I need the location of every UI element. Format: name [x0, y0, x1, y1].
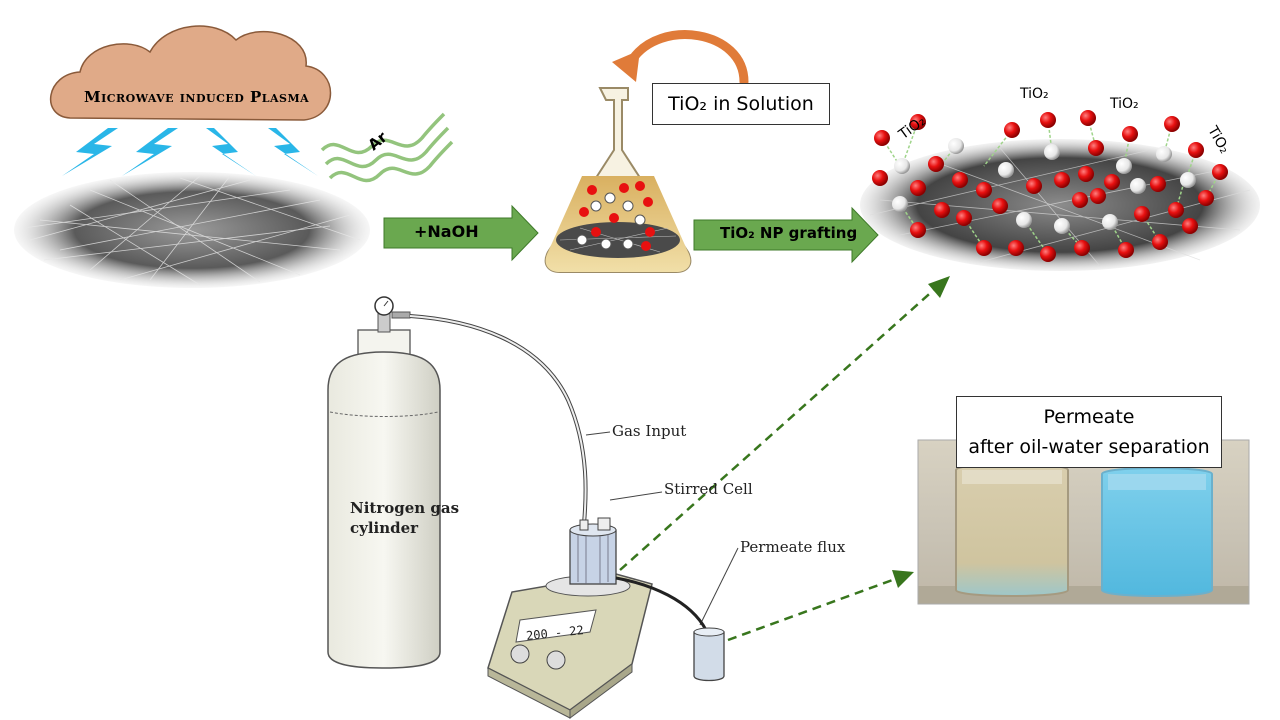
- naoh-label: +NaOH: [414, 222, 479, 241]
- tio2-label: TiO₂: [1110, 96, 1139, 112]
- naoh-arrow: [383, 204, 539, 262]
- nanofiber-membrane-grafted: [860, 110, 1260, 271]
- nanofiber-membrane-pristine: [14, 172, 370, 288]
- dashed-arrow-to-permeate: [727, 570, 914, 642]
- gas-input-label: Gas Input: [612, 422, 687, 440]
- permeate-label-box: Permeate after oil-water separation: [956, 396, 1222, 468]
- flask-particles: [576, 181, 655, 251]
- grafting-arrow: [693, 206, 879, 264]
- stirred-cell: [569, 517, 617, 585]
- gas-tube: [409, 314, 739, 626]
- permeate-title: Permeate: [1043, 406, 1135, 428]
- argon-gas-wave-icon: [320, 112, 454, 183]
- nitrogen-cylinder: [327, 296, 441, 669]
- permeate-beaker: [615, 576, 725, 682]
- grafting-label: TiO₂ NP grafting: [720, 224, 858, 242]
- permeate-subtitle: after oil-water separation: [968, 436, 1210, 458]
- plasma-cloud: [49, 25, 332, 121]
- curved-arrow-icon: [612, 30, 749, 87]
- lightning-icon: [62, 128, 318, 176]
- grafted-particles: [872, 110, 1228, 262]
- cylinder-label: Nitrogen gas cylinder: [350, 499, 460, 537]
- stirred-cell-label: Stirred Cell: [664, 480, 753, 498]
- magnetic-stirrer: [487, 573, 653, 719]
- permeate-flux-label: Permeate flux: [740, 538, 846, 556]
- flask-label: TiO₂ in Solution: [652, 83, 830, 125]
- tio2-label: TiO₂: [1020, 86, 1049, 102]
- dashed-arrow-to-membrane: [619, 276, 950, 571]
- erlenmeyer-flask: [544, 87, 692, 273]
- plasma-label: Microwave induced Plasma: [84, 88, 310, 106]
